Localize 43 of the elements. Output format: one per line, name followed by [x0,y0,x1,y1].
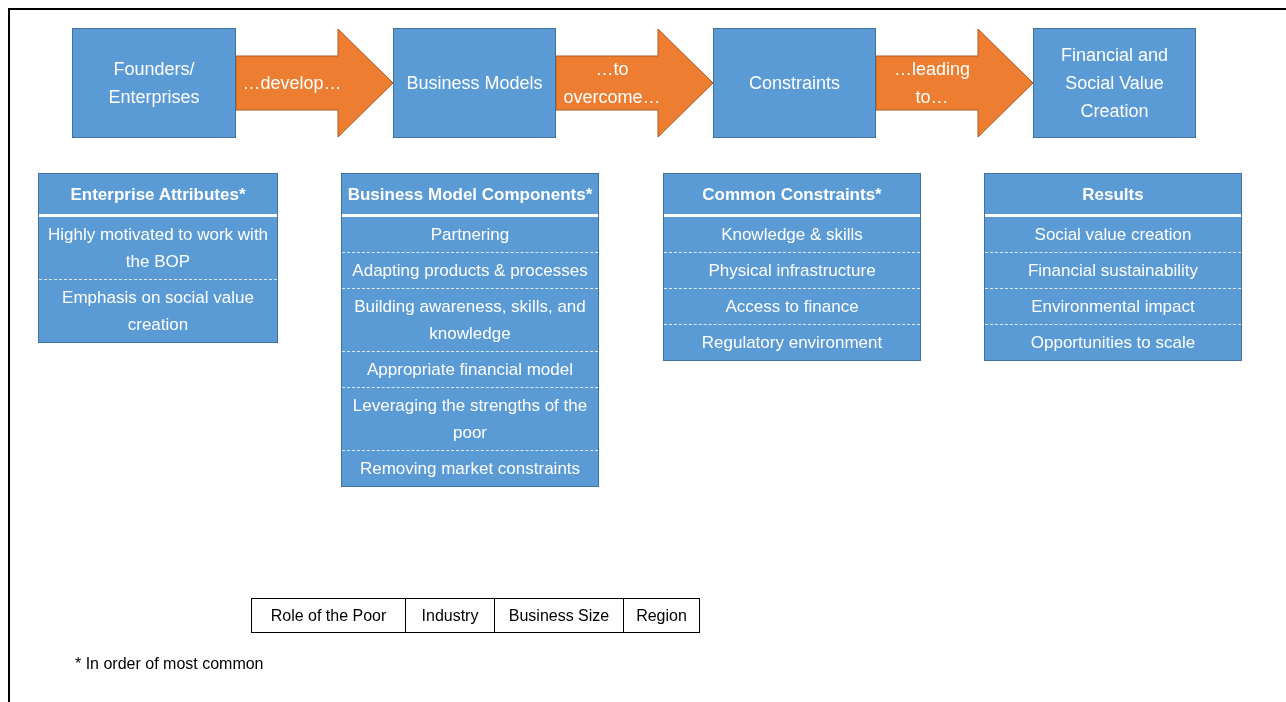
table-cell: Role of the Poor [251,598,406,633]
list-panel [984,173,1242,361]
box-label: Business Models [406,72,543,95]
panel-heading: Enterprise Attributes* [39,174,277,217]
process-box [713,28,876,138]
box-label: Founders/ Enterprises [107,58,201,109]
box-label: Constraints [748,72,840,95]
footnote: * In order of most common [75,655,264,673]
process-box [393,28,556,138]
list-item: Social value creation [1033,224,1193,246]
list-item: Regulatory environment [664,324,920,360]
list-item: Partnering [429,224,511,246]
list-item: Financial sustainability [985,252,1241,288]
edge-label: …to overcome… [562,58,662,109]
edge-label: …develop… [241,72,343,95]
panel-heading: Business Model Components* [342,174,598,217]
edge-label: …leading to… [892,58,972,109]
table-cell: Region [623,598,700,633]
list-item: Highly motivated to work with the BOP [46,224,270,273]
list-item: Removing market constraints [342,450,598,486]
list-item: Adapting products & processes [342,252,598,288]
block-arrow [555,28,714,138]
list-item: Knowledge & skills [720,224,864,246]
list-panel [663,173,921,361]
panel-heading: Results [985,174,1241,217]
list-item: Environmental impact [985,288,1241,324]
block-arrow [235,28,394,138]
list-item: Access to finance [664,288,920,324]
list-item: Building awareness, skills, and knowledge [342,288,598,351]
panel-heading: Common Constraints* [664,174,920,217]
box-label: Financial and Social Value Creation [1059,44,1170,123]
list-item: Emphasis on social value creation [39,279,277,342]
list-panel [38,173,278,343]
table-cell: Business Size [494,598,624,633]
process-box [72,28,236,138]
list-panel [341,173,599,487]
list-item: Opportunities to scale [985,324,1241,360]
table-cell: Industry [405,598,495,633]
list-item: Leveraging the strengths of the poor [342,387,598,450]
block-arrow [875,28,1034,138]
list-item: Appropriate financial model [342,351,598,387]
list-item: Physical infrastructure [664,252,920,288]
process-box [1033,28,1196,138]
